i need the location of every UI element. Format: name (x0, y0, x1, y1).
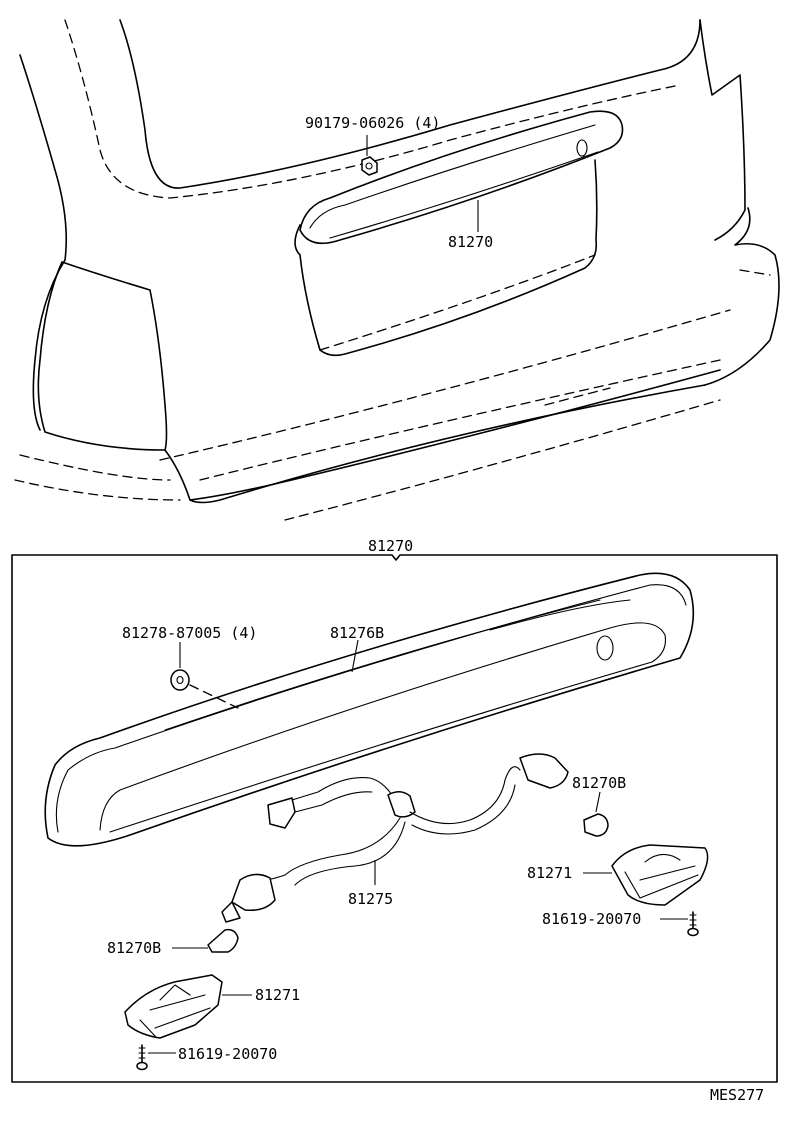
label-screw-left: 81619-20070 (178, 1045, 277, 1063)
label-wire: 81275 (348, 890, 393, 908)
nut-icon (361, 156, 378, 176)
label-bulb-right: 81270B (572, 774, 626, 792)
label-nut-top: 90179-06026 (4) (305, 114, 440, 132)
exploded-frame (11, 554, 778, 1083)
screw-left-icon (136, 1044, 148, 1071)
lamp-left-shape (124, 974, 223, 1039)
screw-right-icon (687, 911, 699, 937)
label-screw-right: 81619-20070 (542, 910, 641, 928)
label-clip: 81278-87005 (4) (122, 624, 257, 642)
bulb-left-icon (207, 928, 239, 953)
bulb-right-icon (583, 813, 609, 837)
label-lamp-assy-box: 81270 (368, 537, 413, 555)
wire-harness-shape (221, 753, 569, 923)
label-lamp-assy-top: 81270 (448, 233, 493, 251)
label-bulb-left: 81270B (107, 939, 161, 957)
vehicle-rear-view: 90179-06026 (4) 81270 (14, 19, 780, 521)
lamp-cover-shape (44, 572, 695, 847)
exploded-view: 81270 81278-87005 (4) 81276B (11, 537, 778, 1083)
label-lamp-left: 81271 (255, 986, 300, 1004)
figure-code: MES277 (710, 1086, 764, 1104)
label-cover: 81276B (330, 624, 384, 642)
lamp-right-shape (611, 844, 709, 906)
label-lamp-right: 81271 (527, 864, 572, 882)
clip-icon (170, 669, 190, 691)
